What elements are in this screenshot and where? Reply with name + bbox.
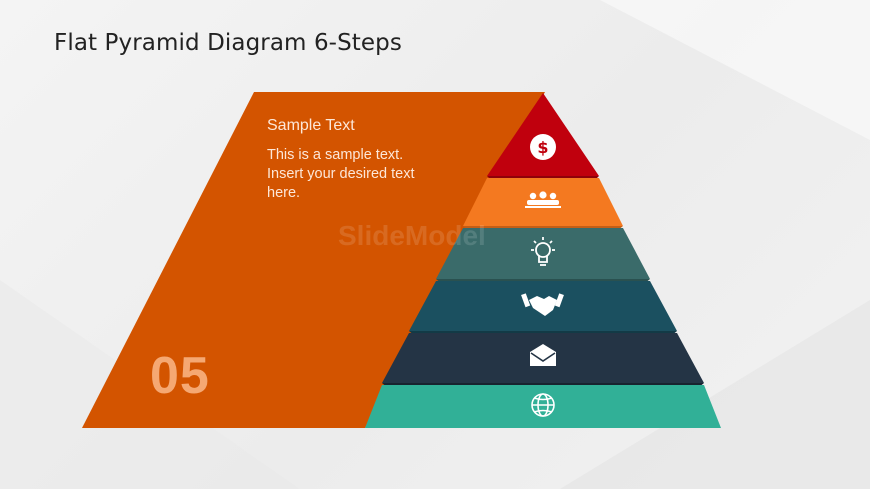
globe-icon	[531, 393, 555, 417]
lightbulb-icon	[531, 237, 555, 266]
callout-heading: Sample Text	[267, 117, 355, 134]
callout-body-text: This is a sample text. Insert your desir…	[267, 147, 415, 201]
envelope-icon	[530, 344, 556, 366]
step-number: 05	[150, 347, 210, 405]
slide-title: Flat Pyramid Diagram 6-Steps	[54, 30, 402, 56]
people-group-icon	[525, 191, 561, 208]
dollar-coin-icon: $	[530, 134, 556, 160]
handshake-icon	[521, 293, 564, 316]
callout-panel	[82, 92, 545, 428]
pyramid-level-3	[436, 228, 650, 279]
svg-text:$: $	[537, 138, 548, 157]
pyramid-level-6	[365, 385, 721, 428]
watermark: SlideModel	[338, 220, 486, 251]
